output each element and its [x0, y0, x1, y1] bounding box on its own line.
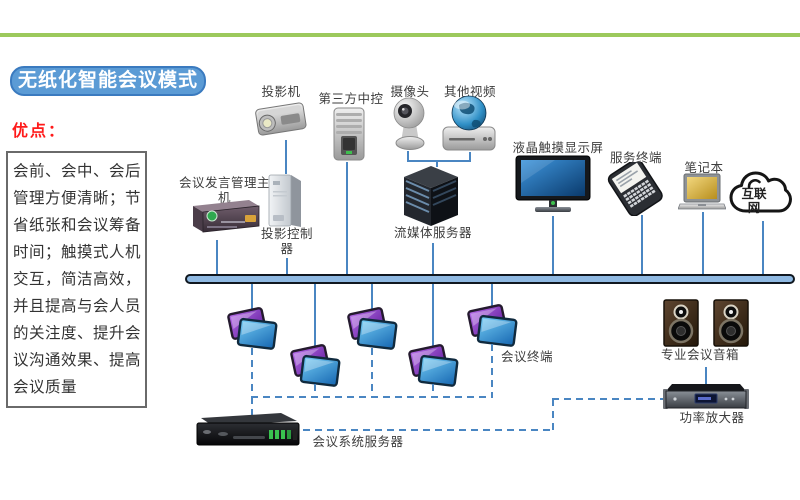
advantages-text-line: 管理方便清晰；节: [13, 190, 142, 207]
connector-bracket-server: [436, 160, 438, 167]
advantages-text-line: 并且提高与会人员: [13, 298, 142, 315]
connector-bus-tablet4: [432, 284, 434, 348]
dashed-terminal-trunk: [251, 396, 493, 398]
service-terminal-icon: [607, 162, 663, 216]
advantages-text-line: 时间；触摸式人机: [13, 244, 142, 261]
advantages-box: 会前、会中、会后 管理方便清晰；节 省纸张和会议筹备 时间；触摸式人机 交互，简…: [6, 151, 147, 408]
network-bus-bar: [185, 274, 795, 284]
camera-icon: [393, 97, 425, 150]
tablet-pair-icon: [467, 304, 518, 347]
advantages-text-line: 会议质量: [13, 379, 78, 396]
advantages-text-line: 议沟通效果、提高: [13, 352, 142, 369]
connector-display-bus: [552, 216, 554, 275]
touch-display-label: 液晶触摸显示屏: [512, 141, 604, 155]
other-video-label: 其他视频: [443, 85, 496, 99]
system-server-icon: [196, 413, 300, 446]
dashed-tablet2-drop: [314, 384, 316, 397]
dashed-server-run: [303, 429, 554, 431]
projection-controller-label: 投影控制器: [260, 227, 313, 256]
connector-projector-controller: [285, 140, 287, 174]
amplifier-label: 功率放大器: [679, 411, 745, 425]
internet-label: 互联网: [741, 187, 767, 216]
connector-controller-bus: [286, 258, 288, 275]
camera-label: 摄像头: [390, 85, 430, 99]
connector-terminal-bus: [641, 215, 643, 275]
page-title: 无纸化智能会议模式: [10, 66, 206, 96]
dashed-tablet3-drop: [371, 348, 373, 397]
system-server-label: 会议系统服务器: [312, 435, 404, 449]
projection-controller-icon: [268, 174, 301, 227]
tablet-pair-icon: [227, 307, 278, 350]
connector-bus-tablet2: [314, 284, 316, 348]
dashed-run-amplifier: [552, 398, 667, 400]
advantages-text-line: 的关注度、提升会: [13, 325, 142, 342]
service-terminal-label: 服务终端: [609, 151, 662, 165]
projector-icon: [255, 102, 307, 136]
advantages-text-line: 交互，简洁高效，: [13, 271, 142, 288]
dashed-trunk-server: [251, 397, 253, 415]
connector-host-bus: [216, 240, 218, 275]
dashed-tablet5-drop: [491, 344, 493, 397]
amplifier-icon: [663, 384, 749, 409]
connector-central-bus: [346, 162, 348, 275]
connector-bus-tablet3: [371, 284, 373, 311]
speakers-icon: [663, 299, 749, 347]
speech-host-icon: [193, 200, 260, 233]
speakers-label: 专业会议音箱: [660, 348, 739, 362]
streaming-server-label: 流媒体服务器: [393, 226, 472, 240]
conference-terminal-label: 会议终端: [500, 350, 553, 364]
central-control-icon: [333, 107, 365, 161]
tablet-pair-icon: [347, 307, 398, 350]
connector-internet-bus: [762, 221, 764, 275]
laptop-label: 笔记本: [684, 161, 724, 175]
connector-video-drop: [469, 152, 471, 162]
top-accent-bar: [0, 33, 800, 37]
tablet-pair-icon: [290, 344, 341, 387]
dashed-tablet4-drop: [432, 384, 434, 397]
internet-cloud-icon: [729, 171, 792, 213]
touch-display-icon: [515, 155, 591, 212]
other-video-icon: [442, 95, 496, 151]
central-control-label: 第三方中控: [318, 92, 384, 106]
advantages-text-line: 省纸张和会议筹备: [13, 217, 142, 234]
dashed-tablet1-drop: [251, 348, 253, 397]
laptop-icon: [678, 173, 726, 210]
connector-speakers-amplifier: [705, 367, 707, 384]
connector-laptop-bus: [702, 212, 704, 275]
tablet-pair-icon: [408, 344, 459, 387]
dashed-corner-riser: [552, 399, 554, 431]
connector-bracket: [407, 160, 471, 162]
advantages-text-line: 会前、会中、会后: [13, 163, 142, 180]
projector-label: 投影机: [261, 85, 301, 99]
connector-camera-drop: [407, 151, 409, 162]
advantages-heading: 优点：: [12, 123, 67, 140]
connector-bus-tablet1: [251, 284, 253, 311]
connector-stream-bus: [432, 243, 434, 275]
streaming-server-icon: [404, 166, 458, 226]
speech-host-label: 会议发言管理主机: [178, 176, 270, 205]
connector-bus-tablet5: [491, 284, 493, 308]
